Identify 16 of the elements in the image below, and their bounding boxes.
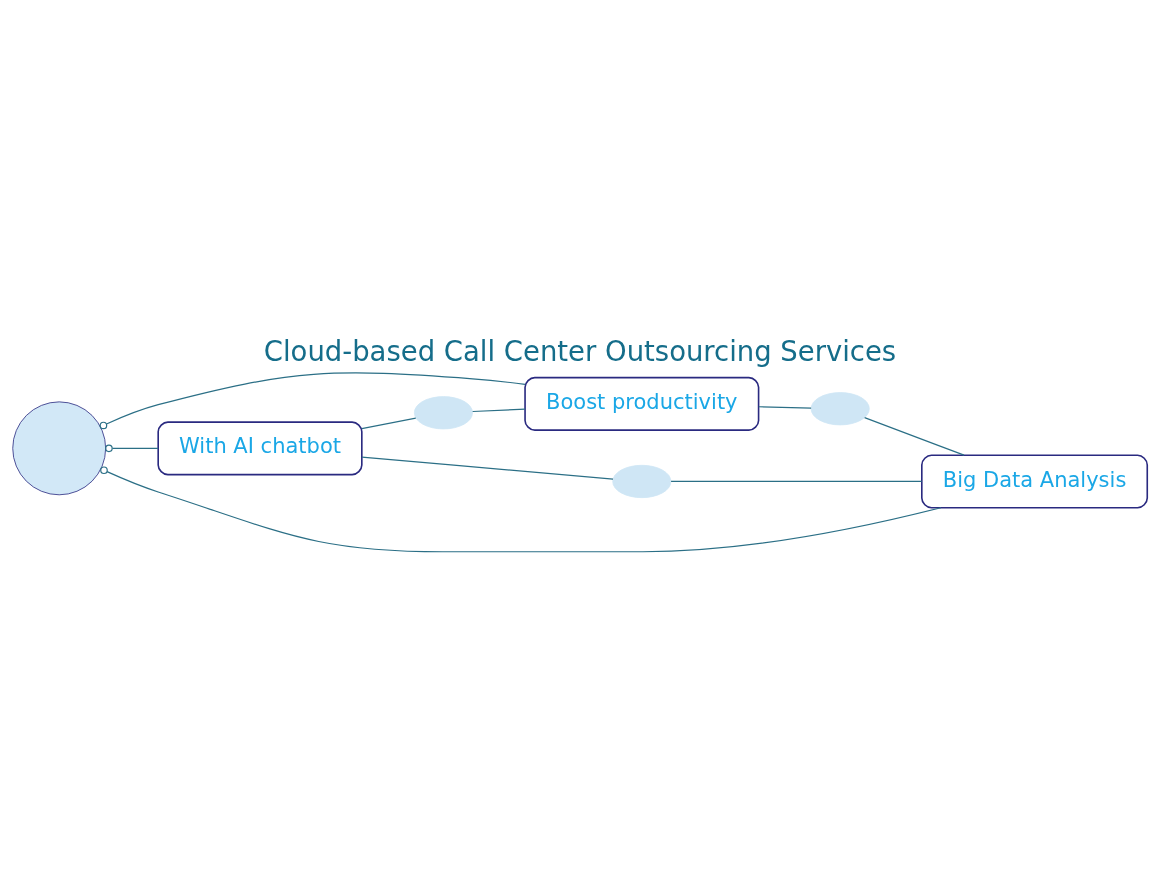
connector xyxy=(100,466,942,553)
connector xyxy=(361,417,417,430)
connector xyxy=(361,456,614,480)
connector xyxy=(864,417,965,456)
connector xyxy=(758,406,812,409)
node-box: Big Data Analysis xyxy=(921,454,1149,509)
node-cloud xyxy=(810,392,870,426)
node-cloud xyxy=(612,464,672,499)
connector xyxy=(472,408,526,413)
connector xyxy=(105,444,159,453)
node-box: Boost productivity xyxy=(524,376,760,431)
connector xyxy=(670,480,923,483)
diagram-title: Cloud-based Call Center Outsourcing Services xyxy=(263,336,897,368)
node-box: With AI chatbot xyxy=(157,421,363,476)
node-cloud xyxy=(413,396,473,430)
connector xyxy=(99,372,526,430)
